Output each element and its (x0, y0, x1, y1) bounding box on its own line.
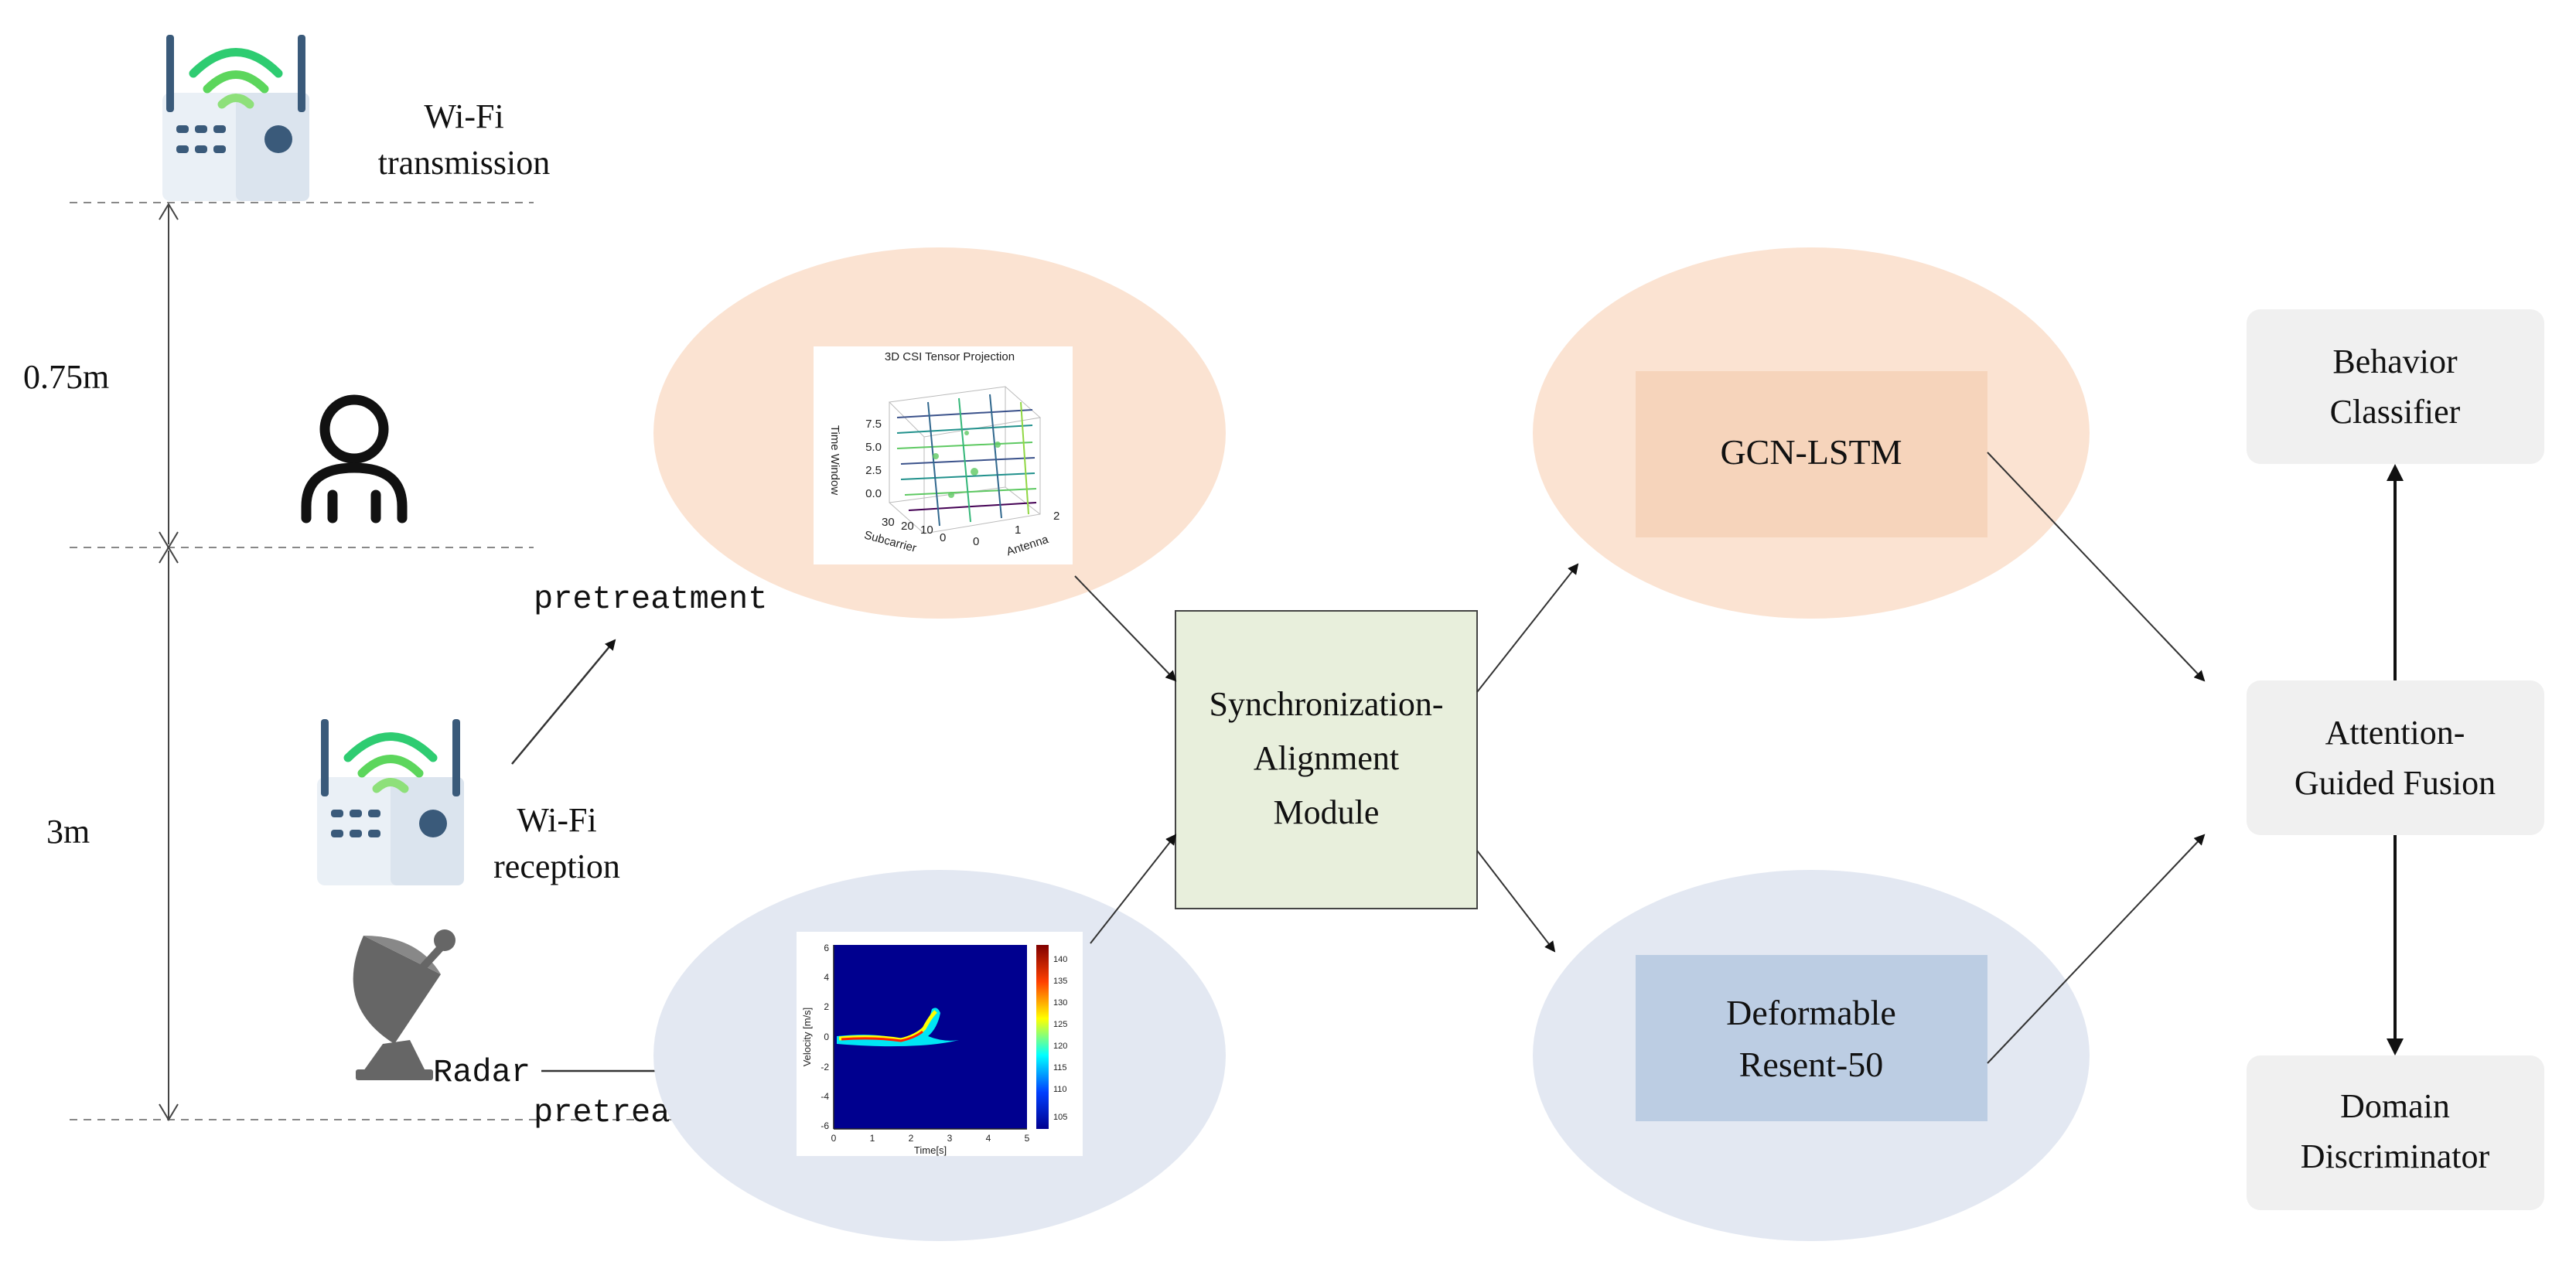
resnet-label-line2: Resent-50 (1739, 1045, 1884, 1084)
doppler-colorbar (1036, 945, 1049, 1129)
doppler-y-axis-label: Velocity [m/s] (801, 1008, 813, 1067)
csi-z-tick: 7.5 (865, 418, 882, 431)
fusion-label-line2: Guided Fusion (2295, 764, 2496, 802)
doppler-y-tick: 4 (824, 972, 829, 983)
attention-fusion-box (2247, 680, 2544, 835)
doppler-cbar-tick: 115 (1053, 1063, 1067, 1073)
distance-label-bottom: 3m (46, 813, 90, 851)
doppler-cbar-tick: 105 (1053, 1113, 1067, 1122)
arrow-rx-to-top-pretreatment (511, 639, 616, 765)
sync-label-line1: Synchronization- (1209, 685, 1443, 723)
sync-label-line2: Alignment (1254, 739, 1399, 777)
behavior-label-line1: Behavior (2332, 343, 2458, 380)
tx-label-line1: Wi-Fi (424, 97, 503, 135)
doppler-y-tick: 2 (824, 1001, 829, 1012)
gcn-lstm-box (1636, 371, 1987, 537)
csi-z-tick: 2.5 (865, 464, 882, 477)
csi-y-tick: 1 (1015, 523, 1021, 537)
tx-label-line2: transmission (378, 144, 550, 182)
arrow-sync-to-resnet (1476, 850, 1556, 953)
arrow-csi-to-sync (1074, 575, 1177, 682)
csi-plot-title: 3D CSI Tensor Projection (885, 350, 1015, 363)
doppler-x-tick: 5 (1025, 1133, 1030, 1144)
radar-dish-icon (353, 929, 455, 1080)
doppler-y-tick: 6 (824, 943, 829, 953)
doppler-x-axis-label: Time[s] (914, 1144, 947, 1156)
csi-z-tick: 5.0 (865, 441, 882, 454)
domain-label-line2: Discriminator (2301, 1137, 2490, 1175)
doppler-cbar-tick: 120 (1053, 1042, 1067, 1051)
doppler-cbar-tick: 135 (1053, 977, 1067, 986)
doppler-x-tick: 0 (831, 1133, 837, 1144)
doppler-y-tick: -4 (821, 1091, 829, 1102)
doppler-spectrogram: 6 4 2 0 -2 -4 -6 Velocity [m/s] 0 1 2 3 … (797, 932, 1083, 1156)
doppler-cbar-tick: 140 (1053, 955, 1067, 964)
person-icon (301, 394, 408, 523)
csi-x-tick: 20 (901, 520, 914, 533)
arrow-radar-to-sync (1090, 834, 1177, 944)
wifi-router-rx-icon (317, 719, 464, 885)
arrow-resnet-to-fusion (1987, 834, 2206, 1064)
doppler-x-tick: 4 (986, 1133, 991, 1144)
csi-z-axis-label: Time Window (828, 425, 841, 495)
rx-label-line2: reception (493, 847, 620, 885)
sync-alignment-box (1175, 610, 1478, 909)
distance-label-top: 0.75m (23, 358, 109, 396)
doppler-y-tick: -6 (821, 1120, 829, 1131)
wifi-router-tx-icon (162, 35, 309, 201)
csi-x-tick: 30 (882, 516, 895, 529)
fusion-label-line1: Attention- (2325, 714, 2465, 752)
gcn-lstm-label: GCN-LSTM (1720, 432, 1902, 472)
csi-3d-plot: 3D CSI Tensor Projection (814, 346, 1073, 564)
doppler-cbar-tick: 125 (1053, 1020, 1067, 1029)
pretreatment-top-label: pretreatment (534, 581, 767, 618)
arrow-gcn-to-fusion (1987, 452, 2206, 682)
domain-discriminator-box (2247, 1055, 2544, 1210)
doppler-cbar-tick: 110 (1053, 1085, 1067, 1094)
doppler-y-tick: -2 (821, 1062, 829, 1073)
deformable-resnet-box (1636, 955, 1987, 1121)
doppler-x-tick: 1 (870, 1133, 875, 1144)
behavior-label-line2: Classifier (2330, 393, 2461, 431)
csi-z-tick: 0.0 (865, 487, 882, 500)
resnet-label-line1: Deformable (1726, 993, 1896, 1032)
csi-x-tick: 10 (920, 523, 933, 537)
behavior-classifier-box (2247, 309, 2544, 464)
csi-y-tick: 2 (1053, 510, 1059, 523)
doppler-x-tick: 2 (909, 1133, 914, 1144)
domain-label-line1: Domain (2340, 1087, 2450, 1125)
doppler-cbar-tick: 130 (1053, 998, 1067, 1008)
doppler-y-tick: 0 (824, 1032, 829, 1042)
sync-label-line3: Module (1274, 793, 1380, 831)
rx-label-line1: Wi-Fi (517, 801, 596, 839)
doppler-x-tick: 3 (947, 1133, 953, 1144)
csi-y-tick: 0 (973, 535, 979, 548)
arrow-sync-to-gcn (1476, 563, 1579, 693)
radar-label: Radar (433, 1054, 531, 1091)
csi-x-tick: 0 (940, 531, 946, 544)
